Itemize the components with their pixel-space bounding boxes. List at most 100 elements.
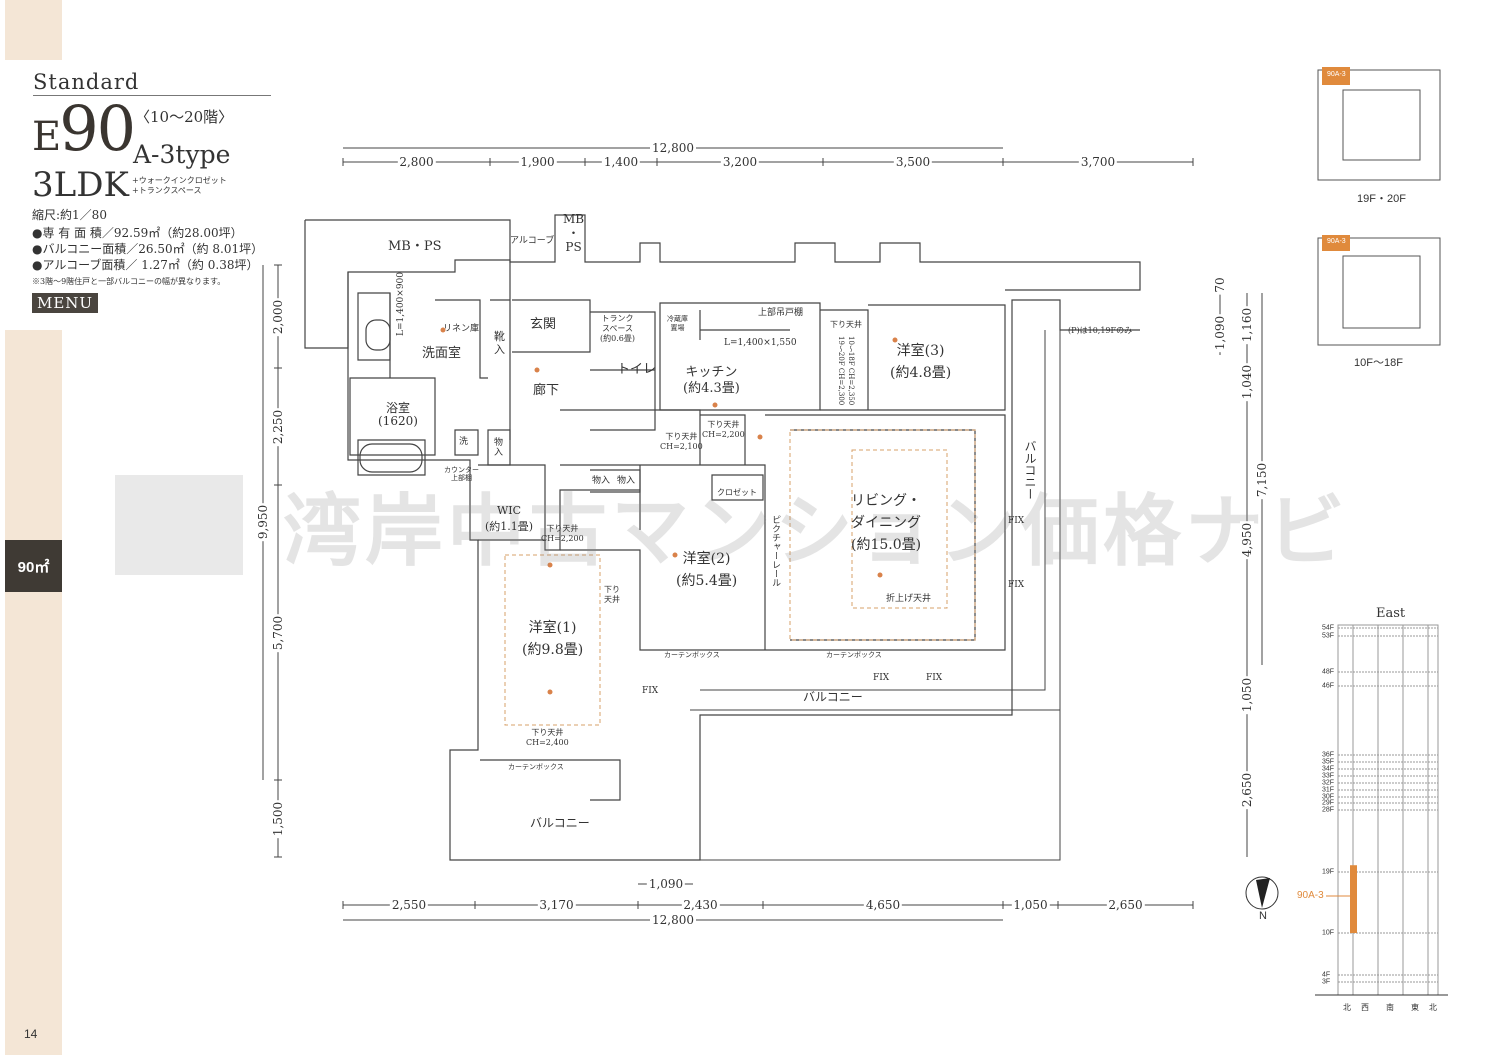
unit-floor-bar [1350,865,1357,933]
spec-alcove-area: ●アルコーブ面積／ 1.27㎡（約 0.38坪） [32,258,259,272]
left-dim-label: 1,500 [271,799,285,838]
fix-window-2: FIX [1008,580,1025,590]
lowered-ceiling-4: 下り 天井 [604,585,620,604]
bottom-dim-label: 3,170 [537,898,576,912]
room-mb: MB ・ PS [563,212,585,254]
linen-storage: リネン庫 [443,324,480,334]
room-western-3: 洋室(3) (約4.8畳) [890,343,952,381]
keyplan-floors-2[interactable]: 10F〜18F [1354,357,1403,369]
left-dim-label: 2,000 [271,297,285,336]
bottom-extra-label: 1,090 [646,877,686,891]
right-dim-label: 4,950 [1240,520,1254,560]
room-bath: 浴室 (1620) [378,401,418,428]
floor-range: 〈10〜20階〉 [135,108,234,126]
note: ※3階〜9階住戸と一部バルコニーの幅が異なります。 [32,277,226,286]
floor-label: 29F [1322,799,1335,807]
keyplan-unit-label-1: 90A-3 [1327,71,1346,78]
curtain-box-3: カーテンボックス [508,763,564,771]
direction-label: 西 [1361,1003,1369,1012]
right-dim-label: 2,650 [1240,770,1254,810]
balcony-east: バルコニー [1023,440,1037,500]
fix-window-3: FIX [873,673,890,683]
upper-cabinet: 上部吊戸棚 [758,308,804,318]
floor-label: 33F [1322,772,1335,780]
floor-label: 48F [1322,668,1335,676]
storage-2: 物入 [592,476,611,486]
right-dim-label: 1,050 [1240,675,1254,715]
top-dim-label: 2,800 [397,155,436,169]
floor-label: 35F [1322,758,1335,766]
fix-window-4: FIX [926,673,943,683]
direction-label: 北 [1429,1003,1437,1012]
room-kitchen: キッチン (約4.3畳) [683,365,740,396]
floor-label: 46F [1322,682,1335,690]
right-dim-label: 1,160 [1240,305,1254,345]
right-dim-label: 1,090 [1213,313,1227,353]
room-washroom: 洗面室 [422,346,462,361]
p-note: (P)は10,19Fのみ [1068,326,1133,335]
series-label: Standard [33,70,271,96]
floor-label: 53F [1322,632,1335,640]
bottom-dim-label: 1,050 [1011,898,1050,912]
floor-label: 34F [1322,765,1335,773]
left-total-label: 9,950 [256,502,270,542]
balcony-southwest: バルコニー [530,816,590,830]
lowered-ceiling-5: 下り天井 CH=2,400 [526,728,569,747]
spec-balcony-area: ●バルコニー面積／26.50㎡（約 8.01坪） [32,242,264,256]
keyplan-drawings [1317,69,1441,346]
room-entrance: 玄関 [530,317,557,332]
right-dim-label: 70 [1213,275,1227,295]
top-total-label: 12,800 [650,141,696,155]
floor-label: 19F [1322,868,1335,876]
side-strip [5,330,62,1055]
room-toilet: トイレ [617,362,657,377]
watermark: 湾岸中古マンション価格ナビ [115,470,1385,580]
lowered-ceiling-6: 下り天井 [830,320,862,329]
top-dim-label: 3,200 [720,155,760,169]
room-mbps: MB・PS [388,239,442,254]
plan-walls [304,214,1141,861]
direction-label: 北 [1343,1003,1351,1012]
top-dim-label: 3,500 [893,155,933,169]
raised-ceiling: 折上げ天井 [886,594,932,604]
floor-label: 31F [1322,786,1335,794]
light-points [440,327,898,695]
bottom-dim-label: 2,550 [389,898,429,912]
right-dim-label: 1,040 [1240,362,1254,402]
bottom-dim-label: 2,650 [1106,898,1145,912]
room-hallway: 廊下 [533,383,560,398]
scale-label: 縮尺:約1／80 [32,208,107,222]
room-living-dining: リビング・ ダイニング (約15.0畳) [851,493,922,553]
lowered-ceiling-2: 下り天井 CH=2,200 [702,420,745,439]
direction-label: 南 [1386,1003,1394,1012]
washer-space: 洗 [459,437,469,447]
left-dim-label: 5,700 [271,613,285,652]
floor-label: 28F [1322,806,1335,814]
page-number: 14 [24,1027,38,1041]
fix-window-1: FIX [1008,516,1025,526]
menu-button[interactable]: MENU [32,293,99,313]
extra-wic: +ウォークインクロゼット [132,176,227,185]
elevation-title: East [1376,606,1406,621]
area-tab-90[interactable]: 90㎡ [5,540,62,592]
bottom-dim-label: 2,430 [681,898,720,912]
closet: クロゼット [717,488,757,497]
fridge-space: 冷蔵庫 置場 [667,315,688,332]
compass-north-label: N [1259,910,1267,922]
watermark-text: 湾岸中古マンション価格ナビ [283,487,1350,577]
curtain-box-1: カーテンボックス [826,651,882,659]
keyplan-floors-1[interactable]: 19F・20F [1357,193,1406,205]
floor-label: 32F [1322,779,1335,787]
layout-label: 3LDK [32,165,129,205]
code-prefix: E [32,114,61,160]
top-dim-label: 3,700 [1078,155,1118,169]
lowered-ceiling-1: 下り天井 CH=2,100 [660,432,703,451]
ceiling-lines [504,429,976,726]
balcony-south: バルコニー [803,690,863,704]
bottom-dim-label: 4,650 [863,898,903,912]
kitchen-dim: L=1,400×1,550 [724,338,797,348]
bottom-total-label: 12,800 [650,913,696,927]
floor-label: 10F [1322,929,1335,937]
extra-trunk: +トランクスペース [132,186,202,195]
watermark-logo-icon [115,475,243,575]
